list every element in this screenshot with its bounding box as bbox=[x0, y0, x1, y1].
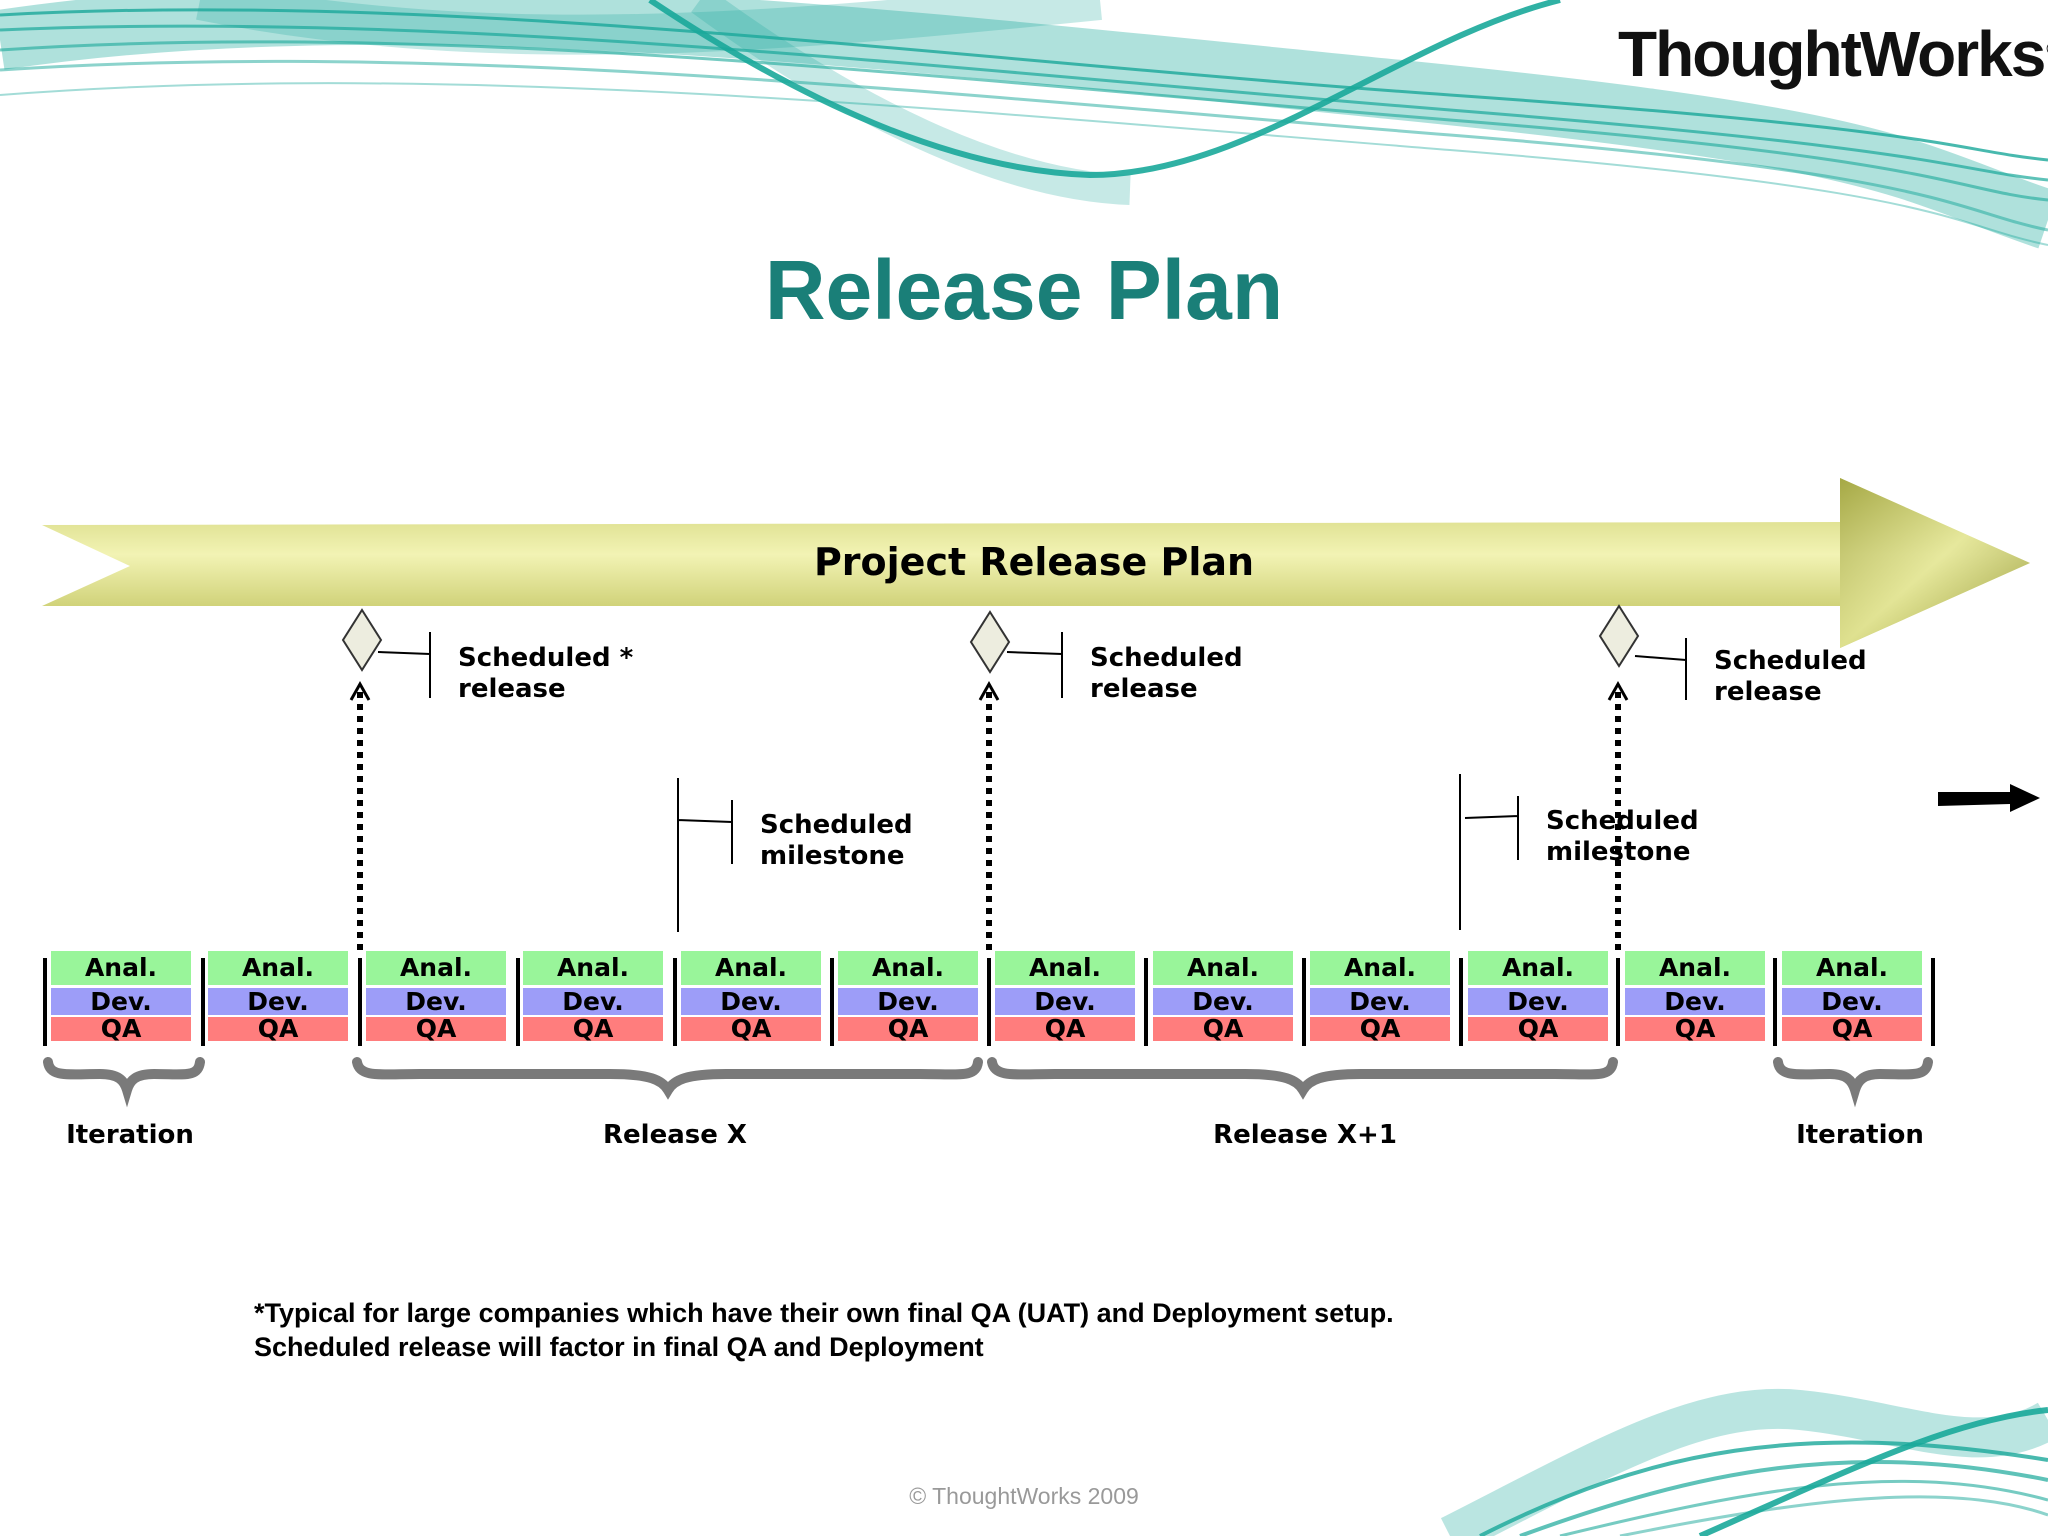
analysis-phase: Anal. bbox=[208, 951, 348, 985]
development-phase: Dev. bbox=[1310, 988, 1450, 1015]
analysis-phase: Anal. bbox=[523, 951, 663, 985]
qa-phase: QA bbox=[1782, 1016, 1922, 1041]
release-callout-lines bbox=[377, 632, 1687, 700]
iteration-block: Anal. Dev.QA bbox=[51, 951, 191, 1041]
top-swoosh-decoration bbox=[0, 0, 2048, 249]
iteration-block: Anal. Dev.QA bbox=[1782, 951, 1922, 1041]
release-diamond-1 bbox=[341, 608, 383, 672]
footnote: *Typical for large companies which have … bbox=[254, 1296, 1394, 1364]
analysis-phase: Anal. bbox=[1625, 951, 1765, 985]
development-phase: Dev. bbox=[523, 988, 663, 1015]
copyright: © ThoughtWorks 2009 bbox=[909, 1483, 1139, 1509]
development-phase: Dev. bbox=[208, 988, 348, 1015]
development-phase: Dev. bbox=[1625, 988, 1765, 1015]
iteration-block: Anal. Dev.QA bbox=[1625, 951, 1765, 1041]
analysis-phase: Anal. bbox=[1782, 951, 1922, 985]
release-diamonds bbox=[341, 604, 1640, 674]
iteration-block: Anal. Dev.QA bbox=[208, 951, 348, 1041]
qa-phase: QA bbox=[681, 1016, 821, 1041]
analysis-phase: Anal. bbox=[1153, 951, 1293, 985]
development-phase: Dev. bbox=[366, 988, 506, 1015]
development-phase: Dev. bbox=[1153, 988, 1293, 1015]
analysis-phase: Anal. bbox=[838, 951, 978, 985]
iteration-block: Anal. Dev.QA bbox=[366, 951, 506, 1041]
development-phase: Dev. bbox=[1468, 988, 1608, 1015]
qa-phase: QA bbox=[1153, 1016, 1293, 1041]
banner-label: Project Release Plan bbox=[813, 540, 1255, 584]
release-marker-label-3: Scheduled release bbox=[1714, 646, 1867, 707]
qa-phase: QA bbox=[1468, 1016, 1608, 1041]
qa-phase: QA bbox=[366, 1016, 506, 1041]
qa-phase: QA bbox=[208, 1016, 348, 1041]
iteration-separators bbox=[43, 958, 1935, 1046]
group-label-iteration-right: Iteration bbox=[1796, 1120, 1924, 1150]
release-x-brace bbox=[352, 1057, 983, 1100]
bottom-swoosh-decoration bbox=[1440, 1389, 2048, 1536]
iteration-block: Anal. Dev.QA bbox=[681, 951, 821, 1041]
qa-phase: QA bbox=[838, 1016, 978, 1041]
analysis-phase: Anal. bbox=[681, 951, 821, 985]
iteration-brace-left bbox=[43, 1057, 205, 1108]
qa-phase: QA bbox=[995, 1016, 1135, 1041]
group-label-release-x-plus-1: Release X+1 bbox=[1213, 1120, 1397, 1150]
release-marker-label-1: Scheduled * release bbox=[458, 643, 634, 704]
milestone-callout-lines bbox=[677, 774, 1519, 932]
analysis-phase: Anal. bbox=[366, 951, 506, 985]
release-diamond-3 bbox=[1598, 604, 1640, 668]
qa-phase: QA bbox=[1625, 1016, 1765, 1041]
release-x-plus-1-brace bbox=[987, 1057, 1618, 1100]
continuation-arrow bbox=[1938, 784, 2040, 812]
development-phase: Dev. bbox=[995, 988, 1135, 1015]
milestone-label-2: Scheduled milestone bbox=[1546, 806, 1699, 867]
page-title: Release Plan bbox=[764, 243, 1284, 337]
development-phase: Dev. bbox=[1782, 988, 1922, 1015]
group-label-release-x: Release X bbox=[603, 1120, 747, 1150]
release-marker-label-2: Scheduled release bbox=[1090, 643, 1243, 704]
iteration-block: Anal. Dev.QA bbox=[1468, 951, 1608, 1041]
release-connectors bbox=[349, 680, 1629, 950]
analysis-phase: Anal. bbox=[995, 951, 1135, 985]
qa-phase: QA bbox=[51, 1016, 191, 1041]
iteration-block: Anal. Dev.QA bbox=[1153, 951, 1293, 1041]
group-braces bbox=[43, 1057, 1933, 1108]
analysis-phase: Anal. bbox=[1468, 951, 1608, 985]
development-phase: Dev. bbox=[838, 988, 978, 1015]
qa-phase: QA bbox=[523, 1016, 663, 1041]
iteration-block: Anal. Dev.QA bbox=[523, 951, 663, 1041]
analysis-phase: Anal. bbox=[1310, 951, 1450, 985]
iteration-block: Anal. Dev.QA bbox=[1310, 951, 1450, 1041]
qa-phase: QA bbox=[1310, 1016, 1450, 1041]
iteration-brace-right bbox=[1773, 1057, 1933, 1108]
thoughtworks-logo: ThoughtWorks® bbox=[1618, 18, 2048, 90]
milestone-label-1: Scheduled milestone bbox=[760, 810, 913, 871]
development-phase: Dev. bbox=[681, 988, 821, 1015]
footnote-line-1: *Typical for large companies which have … bbox=[254, 1298, 1394, 1328]
group-label-iteration-left: Iteration bbox=[66, 1120, 194, 1150]
iteration-block: Anal. Dev.QA bbox=[838, 951, 978, 1041]
analysis-phase: Anal. bbox=[51, 951, 191, 985]
footnote-line-2: Scheduled release will factor in final Q… bbox=[254, 1332, 984, 1362]
project-release-plan-arrow bbox=[42, 478, 2030, 648]
development-phase: Dev. bbox=[51, 988, 191, 1015]
iteration-block: Anal. Dev.QA bbox=[995, 951, 1135, 1041]
release-diamond-2 bbox=[969, 610, 1011, 674]
